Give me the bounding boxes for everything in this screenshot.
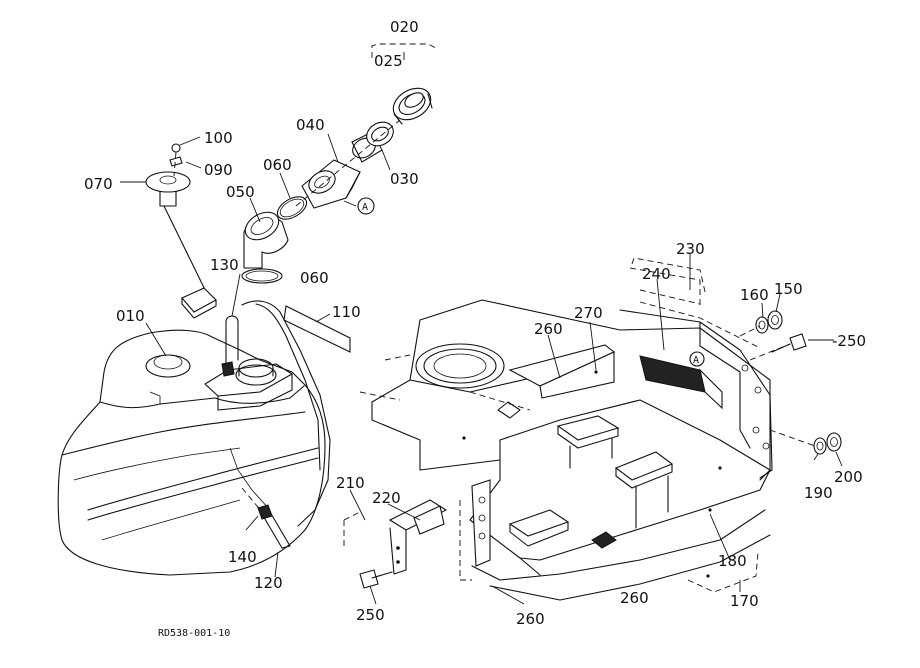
part-label-025: 025 — [374, 52, 403, 70]
part-label-180: 180 — [718, 552, 747, 570]
part-label-190: 190 — [804, 484, 833, 502]
hose-clamps-060 — [241, 196, 308, 284]
filler-neck-040 — [301, 131, 383, 209]
part-label-010: 010 — [116, 307, 145, 325]
part-label-090: 090 — [204, 161, 233, 179]
part-label-260-top: 260 — [534, 320, 563, 338]
filler-cap-030 — [295, 87, 433, 207]
drawing-id: RD538-001-10 — [158, 628, 230, 639]
part-label-250-bottom: 250 — [356, 606, 385, 624]
fuel-sender — [145, 143, 217, 319]
part-label-170: 170 — [730, 592, 759, 610]
part-label-050: 050 — [226, 183, 255, 201]
part-label-130: 130 — [210, 256, 239, 274]
part-label-100: 100 — [204, 129, 233, 147]
fuel-tank — [57, 300, 331, 576]
part-label-270: 270 — [574, 304, 603, 322]
part-labels: 020 025 100 090 070 040 060 030 050 130 … — [84, 18, 866, 639]
part-label-060-bottom: 060 — [300, 269, 329, 287]
side-plate: A — [619, 267, 773, 479]
part-label-260-middle: 260 — [620, 589, 649, 607]
leader-lines — [120, 52, 843, 605]
fasteners-right — [739, 310, 842, 455]
decal-110 — [283, 305, 351, 353]
floor-frame — [359, 299, 771, 601]
part-label-210: 210 — [336, 474, 365, 492]
part-label-030: 030 — [390, 170, 419, 188]
filler-hose-050 — [243, 211, 289, 269]
part-label-220: 220 — [372, 489, 401, 507]
callout-a-upper: A — [357, 197, 375, 215]
part-label-040: 040 — [296, 116, 325, 134]
part-label-060-top: 060 — [263, 156, 292, 174]
part-label-260-bottom: 260 — [516, 610, 545, 628]
part-label-120: 120 — [254, 574, 283, 592]
group-bracket-170 — [687, 551, 759, 593]
part-label-160: 160 — [740, 286, 769, 304]
svg-text:A: A — [362, 202, 368, 213]
part-label-070: 070 — [84, 175, 113, 193]
part-label-110: 110 — [332, 303, 361, 321]
bracket-210 — [343, 479, 491, 589]
part-label-250-right: -250 — [832, 332, 866, 350]
svg-text:A: A — [693, 355, 699, 366]
part-label-240: 240 — [642, 265, 671, 283]
part-label-230: 230 — [676, 240, 705, 258]
part-label-020: 020 — [390, 18, 419, 36]
part-label-150: 150 — [774, 280, 803, 298]
group-bracket-230 — [631, 257, 707, 297]
part-label-140: 140 — [228, 548, 257, 566]
part-label-200: 200 — [834, 468, 863, 486]
group-bracket-020 — [371, 43, 437, 58]
